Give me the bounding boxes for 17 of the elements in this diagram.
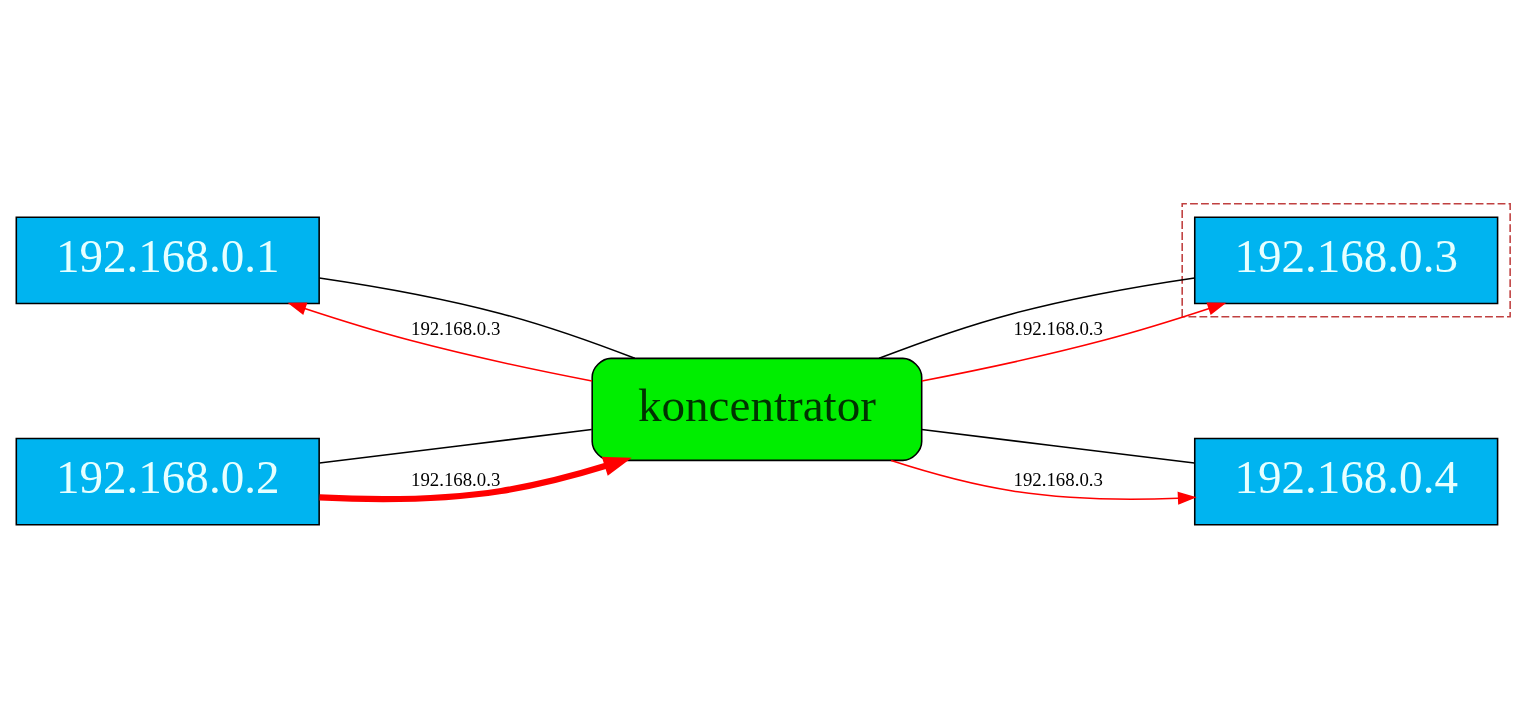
node-box: 192.168.0.3 (1193, 215, 1499, 304)
edge-label: 192.168.0.3 (410, 317, 501, 339)
edge-label: 192.168.0.3 (1013, 468, 1103, 490)
arrow (319, 456, 632, 502)
connector (921, 428, 1196, 464)
node-box: 192.168.0.2 (15, 437, 320, 525)
edge-label: 192.168.0.3 (1013, 317, 1103, 339)
node-box: 192.168.0.4 (1193, 437, 1499, 525)
node-box: koncentrator (591, 357, 923, 461)
node-box: 192.168.0.1 (15, 215, 320, 304)
arrow (287, 302, 593, 382)
connector (318, 276, 636, 359)
arrow (890, 459, 1197, 505)
connector (878, 276, 1196, 359)
edge-label: 192.168.0.3 (410, 468, 501, 490)
arrow (921, 302, 1227, 382)
connector (318, 428, 593, 464)
